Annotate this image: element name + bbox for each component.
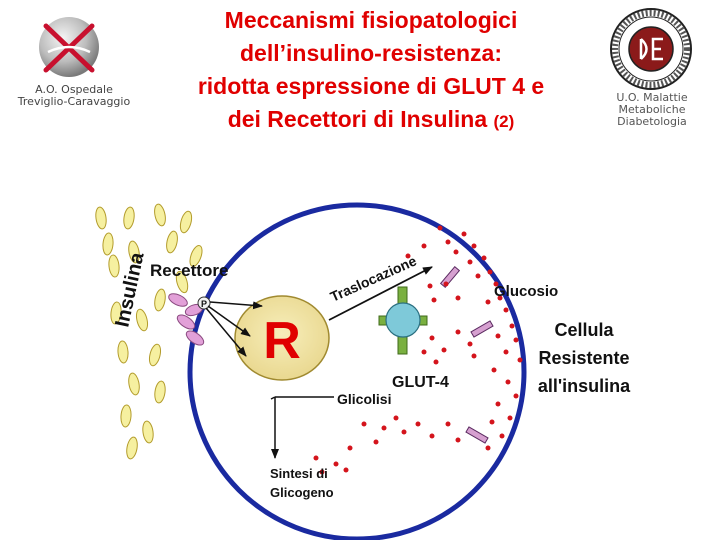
title-line-2: dell’insulino-resistenza:	[240, 40, 502, 66]
nucleus-label: R	[263, 312, 301, 370]
receptor-subunit	[185, 330, 205, 346]
phosphate-marker	[197, 296, 211, 310]
department-name-line-2: Metaboliche	[618, 103, 686, 116]
insulin-molecule	[110, 301, 122, 325]
cell-membrane	[187, 202, 527, 540]
insulin-molecule	[166, 230, 178, 254]
hospital-cross-logo-icon	[39, 17, 99, 77]
cellula-label-line-3: all'insulina	[538, 376, 631, 396]
insulin-molecule	[179, 210, 193, 234]
glut4-arm	[397, 286, 408, 306]
receptor-subunit	[176, 314, 196, 330]
insulin-molecule	[102, 232, 114, 256]
insulin-molecule	[135, 308, 149, 332]
signal-arrow	[205, 307, 247, 357]
insulin-molecule	[108, 254, 120, 278]
insulin-molecule	[120, 404, 132, 428]
membrane-channel	[470, 320, 494, 338]
insulin-receptor: P	[168, 293, 211, 346]
recettore-label: Recettore	[150, 261, 228, 280]
glycolysis-corner	[270, 396, 276, 400]
title-line-4: dei Recettori di Insulina (2)	[150, 103, 592, 138]
glut4-arm	[397, 335, 408, 355]
title-line-4-text: dei Recettori di Insulina	[227, 106, 488, 132]
insulin-molecule	[142, 420, 154, 444]
membrane-channel	[465, 426, 489, 444]
department-name-line-3: Diabetologia	[617, 115, 687, 128]
diabetology-seal-logo-icon	[610, 8, 692, 90]
sintesi-label-line-1: Sintesi di	[270, 466, 328, 481]
insulin-molecule	[189, 245, 203, 267]
department-name: U.O. Malattie Metaboliche Diabetologia	[600, 92, 704, 128]
insulin-molecule	[148, 343, 162, 367]
glut4-label: GLUT-4	[392, 374, 449, 391]
glut4-transporter	[378, 286, 428, 355]
glut4-body	[385, 302, 421, 338]
insulin-molecule	[128, 240, 140, 264]
insulin-molecule	[123, 206, 135, 230]
insulin-molecule	[154, 203, 166, 227]
insulin-molecule	[117, 340, 129, 364]
translocation-arrow	[328, 266, 433, 321]
title-line-1: Meccanismi fisiopatologici	[224, 7, 518, 33]
insulin-molecule	[95, 206, 107, 230]
insulin-molecules	[95, 203, 203, 460]
signal-arrow	[207, 305, 251, 337]
hospital-name-line-1: A.O. Ospedale	[35, 83, 113, 96]
glicolisi-label: Glicolisi	[337, 391, 391, 407]
cellula-label-line-1: Cellula	[554, 320, 614, 340]
nucleus	[234, 295, 330, 381]
department-name-line-1: U.O. Malattie	[616, 91, 688, 104]
insulin-molecule	[154, 380, 166, 404]
title-line-3: ridotta espressione di GLUT 4 e	[197, 73, 545, 99]
insulin-molecule	[175, 270, 189, 294]
hospital-name-line-2: Treviglio-Caravaggio	[17, 95, 131, 108]
glucose-molecules	[313, 225, 523, 475]
title-suffix: (2)	[493, 112, 515, 131]
glucosio-label: Glucosio	[494, 283, 558, 300]
phosphate-label: P	[201, 299, 207, 309]
sintesi-label-line-2: Glicogeno	[270, 485, 334, 500]
insulin-molecule	[128, 372, 140, 396]
slide-title: Meccanismi fisiopatologici dell’insulino…	[150, 4, 592, 138]
insulin-molecule	[126, 436, 138, 460]
hospital-name: A.O. Ospedale Treviglio-Caravaggio	[4, 84, 144, 108]
receptor-subunit	[168, 293, 188, 307]
signal-arrow	[209, 301, 263, 310]
cellula-label-line-2: Resistente	[538, 348, 629, 368]
insulin-molecule	[154, 288, 166, 312]
